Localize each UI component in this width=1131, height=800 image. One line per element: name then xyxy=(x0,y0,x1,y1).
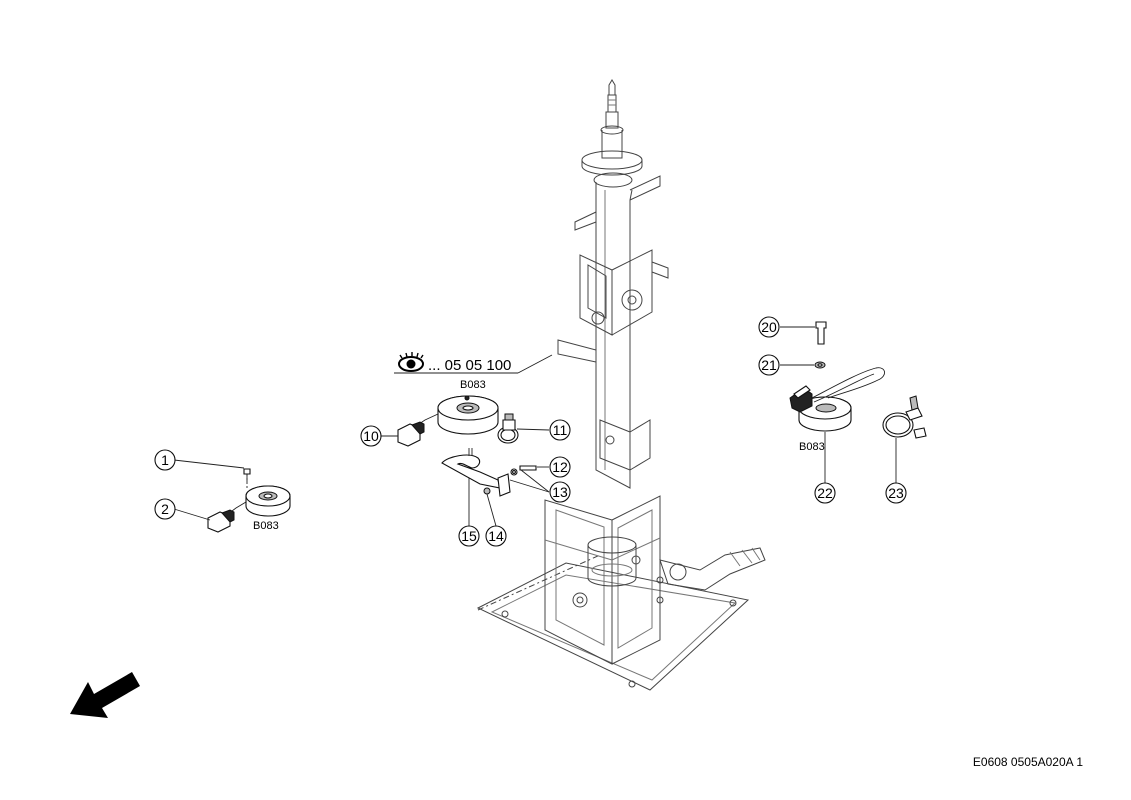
callout-20: 20 xyxy=(758,316,780,338)
svg-text:23: 23 xyxy=(888,485,904,501)
callout-12: 12 xyxy=(549,456,571,478)
svg-text:12: 12 xyxy=(552,459,568,475)
callout-10: 10 xyxy=(360,425,382,447)
svg-text:10: 10 xyxy=(363,428,379,444)
left-switch-label: B083 xyxy=(253,520,279,532)
callout-23: 23 xyxy=(885,482,907,504)
callout-11: 11 xyxy=(549,419,571,441)
callout-13: 13 xyxy=(549,481,571,503)
right-switch-assembly: B083 xyxy=(789,321,927,453)
reference-mark: ... 05 05 100 xyxy=(394,352,553,374)
callout-21: 21 xyxy=(758,354,780,376)
svg-text:2: 2 xyxy=(161,501,169,517)
svg-text:14: 14 xyxy=(488,528,504,544)
arrow-down-left-icon xyxy=(70,672,140,718)
callout-22: 22 xyxy=(814,482,836,504)
right-switch-label: B083 xyxy=(799,441,825,453)
callout-1: 1 xyxy=(154,449,176,471)
eye-icon xyxy=(398,352,424,372)
center-switch-label: B083 xyxy=(460,379,486,391)
left-switch-assembly: B083 xyxy=(207,468,291,533)
svg-text:13: 13 xyxy=(552,484,568,500)
svg-text:1: 1 xyxy=(161,452,169,468)
callout-15: 15 xyxy=(458,525,480,547)
svg-text:22: 22 xyxy=(817,485,833,501)
reference-text: ... 05 05 100 xyxy=(428,357,511,374)
svg-text:21: 21 xyxy=(761,357,777,373)
drawing-code: E0608 0505A020A 1 xyxy=(973,755,1083,769)
leader-lines xyxy=(173,326,897,527)
steering-column-assembly xyxy=(476,79,766,691)
svg-text:11: 11 xyxy=(553,422,568,438)
svg-text:15: 15 xyxy=(461,528,477,544)
callout-2: 2 xyxy=(154,498,176,520)
callout-14: 14 xyxy=(485,525,507,547)
svg-text:20: 20 xyxy=(761,319,777,335)
center-switch-assembly: B083 xyxy=(397,379,537,497)
